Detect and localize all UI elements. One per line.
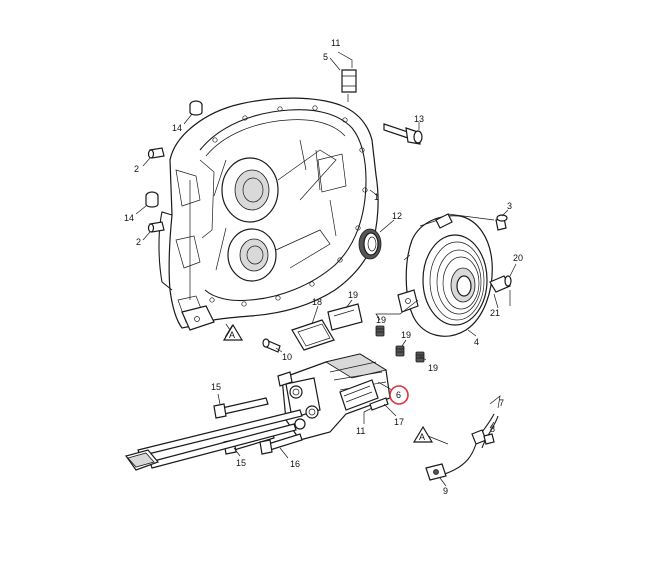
reference-marker-a-1: A — [222, 323, 244, 341]
bushing-part-14-upper — [189, 100, 203, 116]
callout-19-a: 19 — [376, 315, 386, 325]
callout-2-upper: 2 — [134, 164, 139, 174]
bushing-part-14-lower — [145, 191, 159, 208]
callout-4: 4 — [474, 337, 479, 347]
bolt-part-10 — [262, 338, 281, 353]
fitting-part-19-b — [395, 345, 405, 357]
release-bearing-assembly — [397, 213, 493, 337]
callout-18: 19 — [348, 290, 358, 300]
callout-numbers: 11 5 13 14 2 1 14 2 12 3 20 21 4 18 19 1… — [124, 38, 523, 496]
callout-2-lower: 2 — [136, 237, 141, 247]
callout-1: 1 — [374, 192, 379, 202]
dowel-part-2-lower — [147, 221, 165, 233]
flange-bolt-holes — [209, 105, 368, 307]
callout-15-a: 15 — [211, 382, 221, 392]
reference-marker-a-2: A — [412, 425, 434, 443]
callout-16: 17 — [394, 417, 404, 427]
callout-13: 13 — [414, 114, 424, 124]
callout-15-c: 16 — [290, 459, 300, 469]
callout-15-b: 15 — [236, 458, 246, 468]
wiring-harness — [425, 413, 499, 481]
gasket-part-17 — [291, 319, 335, 351]
bolt-part-15-c — [259, 433, 303, 455]
callout-21: 21 — [490, 308, 500, 318]
callout-12: 12 — [392, 211, 402, 221]
highlight-callout-6[interactable] — [389, 385, 409, 405]
callout-7: 7 — [499, 398, 504, 408]
callout-6: 6 — [396, 390, 401, 400]
highlight-ring — [389, 385, 409, 405]
callout-14-lower: 14 — [124, 213, 134, 223]
cover-plate-part-18 — [327, 303, 363, 331]
callout-8: 8 — [490, 424, 495, 434]
dowel-part-2-upper — [147, 147, 165, 159]
fitting-part-19-c — [415, 351, 425, 363]
callout-17: 18 — [312, 297, 322, 307]
callout-10: 10 — [282, 352, 292, 362]
callout-3: 3 — [507, 201, 512, 211]
callout-19-c: 19 — [428, 363, 438, 373]
callout-9: 9 — [443, 486, 448, 496]
dowel-pin — [489, 275, 512, 293]
bolt-part-3 — [495, 214, 508, 231]
shift-rods — [125, 409, 303, 471]
callout-11-top: 11 — [331, 38, 340, 48]
bolt-part-13 — [383, 123, 423, 145]
oil-seal-ring — [358, 228, 382, 260]
callout-19-b: 19 — [401, 330, 411, 340]
leader-lines — [135, 51, 517, 487]
reference-label: A — [229, 330, 235, 340]
bolt-part-15-a — [213, 397, 269, 419]
callout-11-bottom: 11 — [356, 426, 365, 436]
plug-part-5 — [341, 69, 357, 93]
callout-20: 20 — [513, 253, 523, 263]
reference-label: A — [419, 432, 425, 442]
callout-14-upper: 14 — [172, 123, 182, 133]
fitting-part-19-a — [375, 325, 385, 337]
gear-shift-module — [277, 353, 391, 441]
callout-5: 5 — [323, 52, 328, 62]
clutch-housing — [158, 97, 379, 331]
